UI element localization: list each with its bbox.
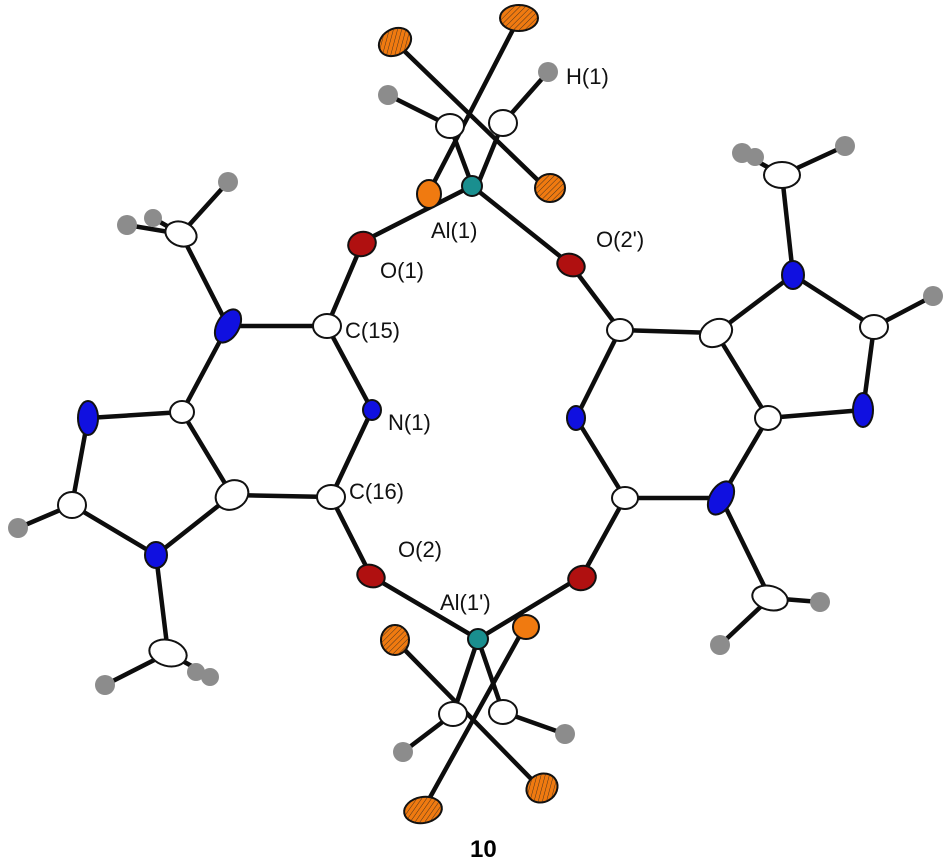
fluorine-atom [381, 625, 409, 655]
oxygen-atom [356, 563, 386, 589]
carbon-atom [312, 313, 342, 339]
hydrogen-atom [218, 172, 238, 192]
hydrogen-atom [95, 675, 115, 695]
hydrogen-atom [538, 62, 558, 82]
hydrogen-atom [201, 668, 219, 686]
hydrogen-atoms [8, 62, 943, 762]
hydrogen-atom [746, 148, 764, 166]
hydrogen-atom [555, 724, 575, 744]
fluorine-atoms [377, 4, 566, 825]
carbon-atom [164, 220, 198, 248]
aluminum-atoms [461, 175, 489, 650]
label-n1: N(1) [388, 410, 431, 435]
hydrogen-atom [810, 592, 830, 612]
carbon-atom [57, 491, 87, 519]
nitrogen-atom [213, 308, 243, 344]
nitrogen-atom [781, 260, 805, 290]
fluorine-atom [416, 179, 442, 209]
nitrogen-atom [706, 480, 736, 516]
hydrogen-atom [378, 85, 398, 105]
label-o2: O(2) [398, 537, 442, 562]
hydrogen-atom [117, 215, 137, 235]
carbon-atom [438, 701, 468, 727]
label-c16: C(16) [349, 479, 404, 504]
hydrogen-atom [8, 518, 28, 538]
nitrogen-atoms [77, 260, 874, 569]
fluorine-atom [526, 773, 558, 803]
carbon-atom [859, 314, 889, 340]
fluorine-atom [378, 27, 412, 57]
label-al1-prime: Al(1') [440, 590, 491, 615]
oxygen-atoms [347, 230, 597, 592]
carbon-atom [698, 317, 734, 349]
label-al1: Al(1) [431, 218, 477, 243]
carbon-atom [606, 318, 634, 342]
carbon-atom [148, 638, 188, 668]
nitrogen-atom [144, 541, 168, 569]
fluorine-atom [404, 796, 442, 824]
fluorine-atom [500, 5, 538, 31]
nitrogen-atom [77, 400, 99, 436]
nitrogen-atom [852, 392, 874, 428]
compound-label: 10 [470, 836, 497, 863]
carbon-atom [751, 584, 789, 612]
hydrogen-atom [923, 286, 943, 306]
carbon-atom [169, 400, 195, 424]
carbon-atom [488, 109, 518, 137]
label-o2-prime: O(2') [596, 227, 644, 252]
carbon-atom [488, 699, 518, 725]
hydrogen-atom [393, 742, 413, 762]
hydrogen-atom [144, 209, 162, 227]
carbon-atoms [57, 109, 889, 727]
carbon-atom [763, 161, 801, 189]
bonds-group [15, 15, 936, 813]
nitrogen-atom [566, 405, 586, 431]
aluminum-atom [461, 175, 483, 197]
label-c15: C(15) [345, 318, 400, 343]
fluorine-atom [535, 174, 565, 202]
atom-labels: H(1) Al(1) O(1) O(2') C(15) N(1) C(16) O… [345, 64, 644, 615]
carbon-atom [611, 486, 639, 510]
carbon-atom [754, 405, 782, 431]
carbon-atom [435, 113, 465, 139]
hydrogen-atom [710, 635, 730, 655]
hydrogen-atom [835, 136, 855, 156]
fluorine-atom [512, 614, 540, 640]
carbon-atom [214, 479, 250, 511]
hydrogen-atom [187, 663, 205, 681]
label-o1: O(1) [380, 258, 424, 283]
nitrogen-atom [362, 399, 382, 421]
oxygen-atom [556, 252, 586, 278]
aluminum-atom [467, 628, 489, 650]
oxygen-atom [567, 564, 597, 592]
oxygen-atom [347, 230, 377, 258]
carbon-atom [316, 484, 346, 510]
label-h1: H(1) [566, 64, 609, 89]
